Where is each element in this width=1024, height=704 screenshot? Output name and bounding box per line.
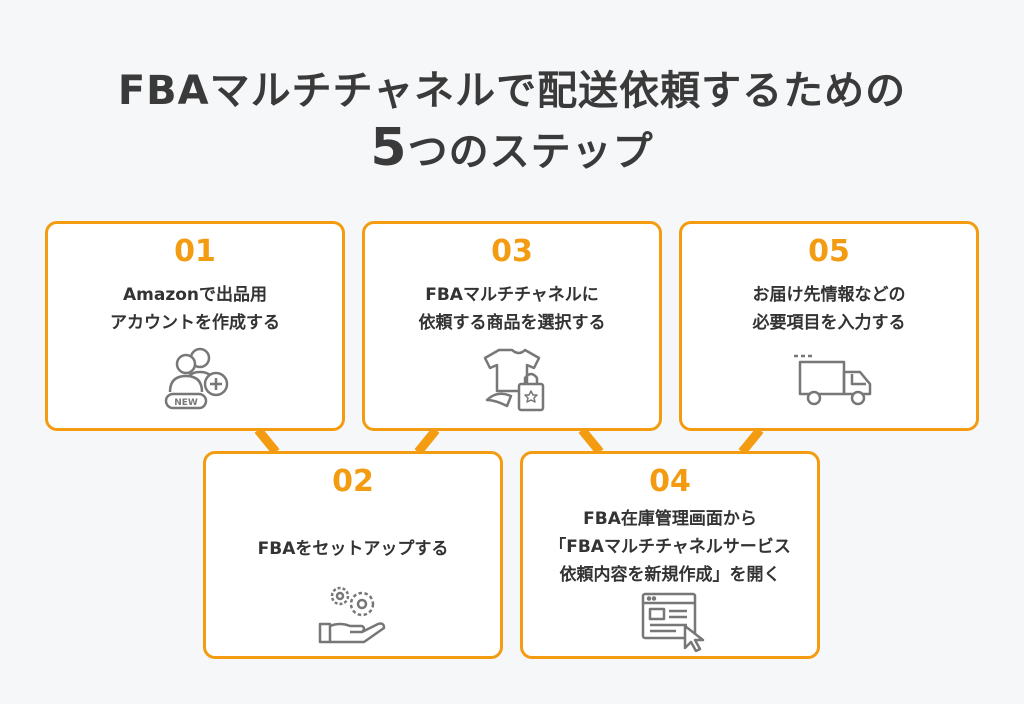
step-text-line: お届け先情報などの [752,285,906,305]
step-card-03: 03 FBAマルチチャネルに 依頼する商品を選択する [362,221,662,431]
step-number: 04 [649,464,691,499]
delivery-truck-icon [790,352,876,408]
products-icon [481,344,549,414]
step-card-01: 01 Amazonで出品用 アカウントを作成する NEW [45,221,345,431]
step-count: 5 [370,118,408,178]
step-text-line: アカウントを作成する [110,313,280,333]
connector-03-04 [578,427,604,455]
step-card-02: 02 FBAをセットアップする [203,451,503,659]
step-text-line: FBAをセットアップする [257,539,449,559]
step-text-line: 依頼内容を新規作成」を開く [559,565,781,585]
connector-02-03 [414,427,440,455]
step-text-line: FBAマルチチャネルに [425,285,599,305]
web-page-icon [641,592,707,652]
step-text-line: FBA在庫管理画面から [583,509,757,529]
step-text-line: 依頼する商品を選択する [418,313,606,333]
page-title-line-1: FBAマルチチャネルで配送依頼するための [117,68,907,114]
setup-gears-icon [318,580,390,646]
new-badge-text: NEW [174,398,198,408]
connector-04-05 [738,427,764,455]
step-number: 02 [332,464,374,499]
step-card-04: 04 FBA在庫管理画面から 「FBAマルチチャネルサービス 依頼内容を新規作成… [520,451,820,659]
step-text-line: 「FBAマルチチャネルサービス [549,537,791,557]
step-text-line: Amazonで出品用 [122,285,268,305]
step-number: 05 [808,234,850,269]
step-number: 03 [491,234,533,269]
page-title-line-2: 5つのステップ [0,118,1024,178]
new-account-icon: NEW [160,346,232,412]
step-text-line: 必要項目を入力する [752,313,906,333]
connector-01-02 [254,427,280,455]
step-number: 01 [174,234,216,269]
page-title-suffix: つのステップ [407,129,654,175]
step-card-05: 05 お届け先情報などの 必要項目を入力する [679,221,979,431]
